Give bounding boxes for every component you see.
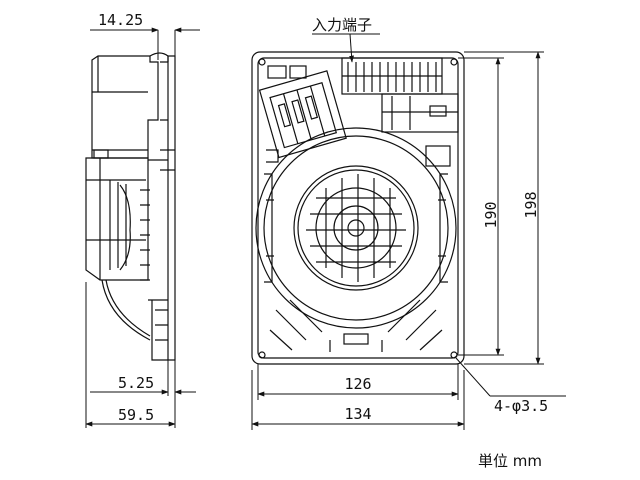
- input-terminal-label: 入力端子: [312, 16, 372, 34]
- dim-holes: 4-φ3.5: [494, 397, 548, 415]
- dim-inner-height: 190: [482, 201, 500, 228]
- dim-left-small: 5.25: [118, 374, 154, 392]
- side-dimensions: [85, 27, 200, 428]
- dim-top-width: 14.25: [98, 11, 143, 29]
- front-dimensions: [251, 33, 566, 430]
- unit-label: 単位 mm: [478, 452, 542, 470]
- side-view: [85, 52, 176, 361]
- dim-outer-height: 198: [522, 191, 540, 218]
- dim-left-total: 59.5: [118, 406, 154, 424]
- front-view: [251, 51, 465, 365]
- dim-inner-width: 126: [344, 375, 371, 393]
- dim-outer-width: 134: [344, 405, 371, 423]
